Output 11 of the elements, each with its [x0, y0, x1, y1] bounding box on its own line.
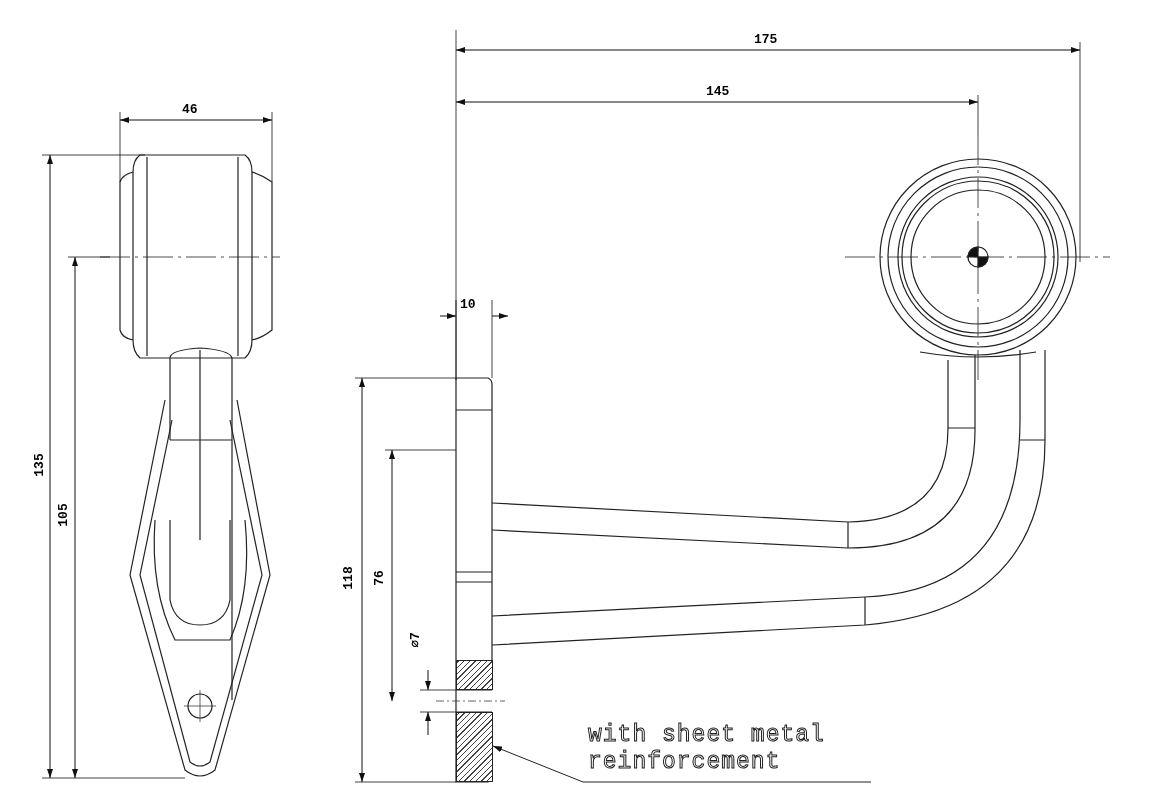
reinforcement-section [456, 712, 493, 782]
dimension-value: 145 [706, 85, 730, 99]
dimension-value: 105 [57, 503, 71, 527]
dimension-value: 46 [182, 103, 198, 117]
dimension-value: 175 [754, 33, 778, 47]
dimension-value: 10 [460, 298, 476, 312]
dimension-value: 118 [342, 566, 356, 590]
dimension-value: ⌀7 [409, 632, 423, 648]
dimension-value: 76 [373, 570, 387, 586]
dimension-value: 135 [33, 453, 47, 477]
leader-line [492, 745, 872, 783]
